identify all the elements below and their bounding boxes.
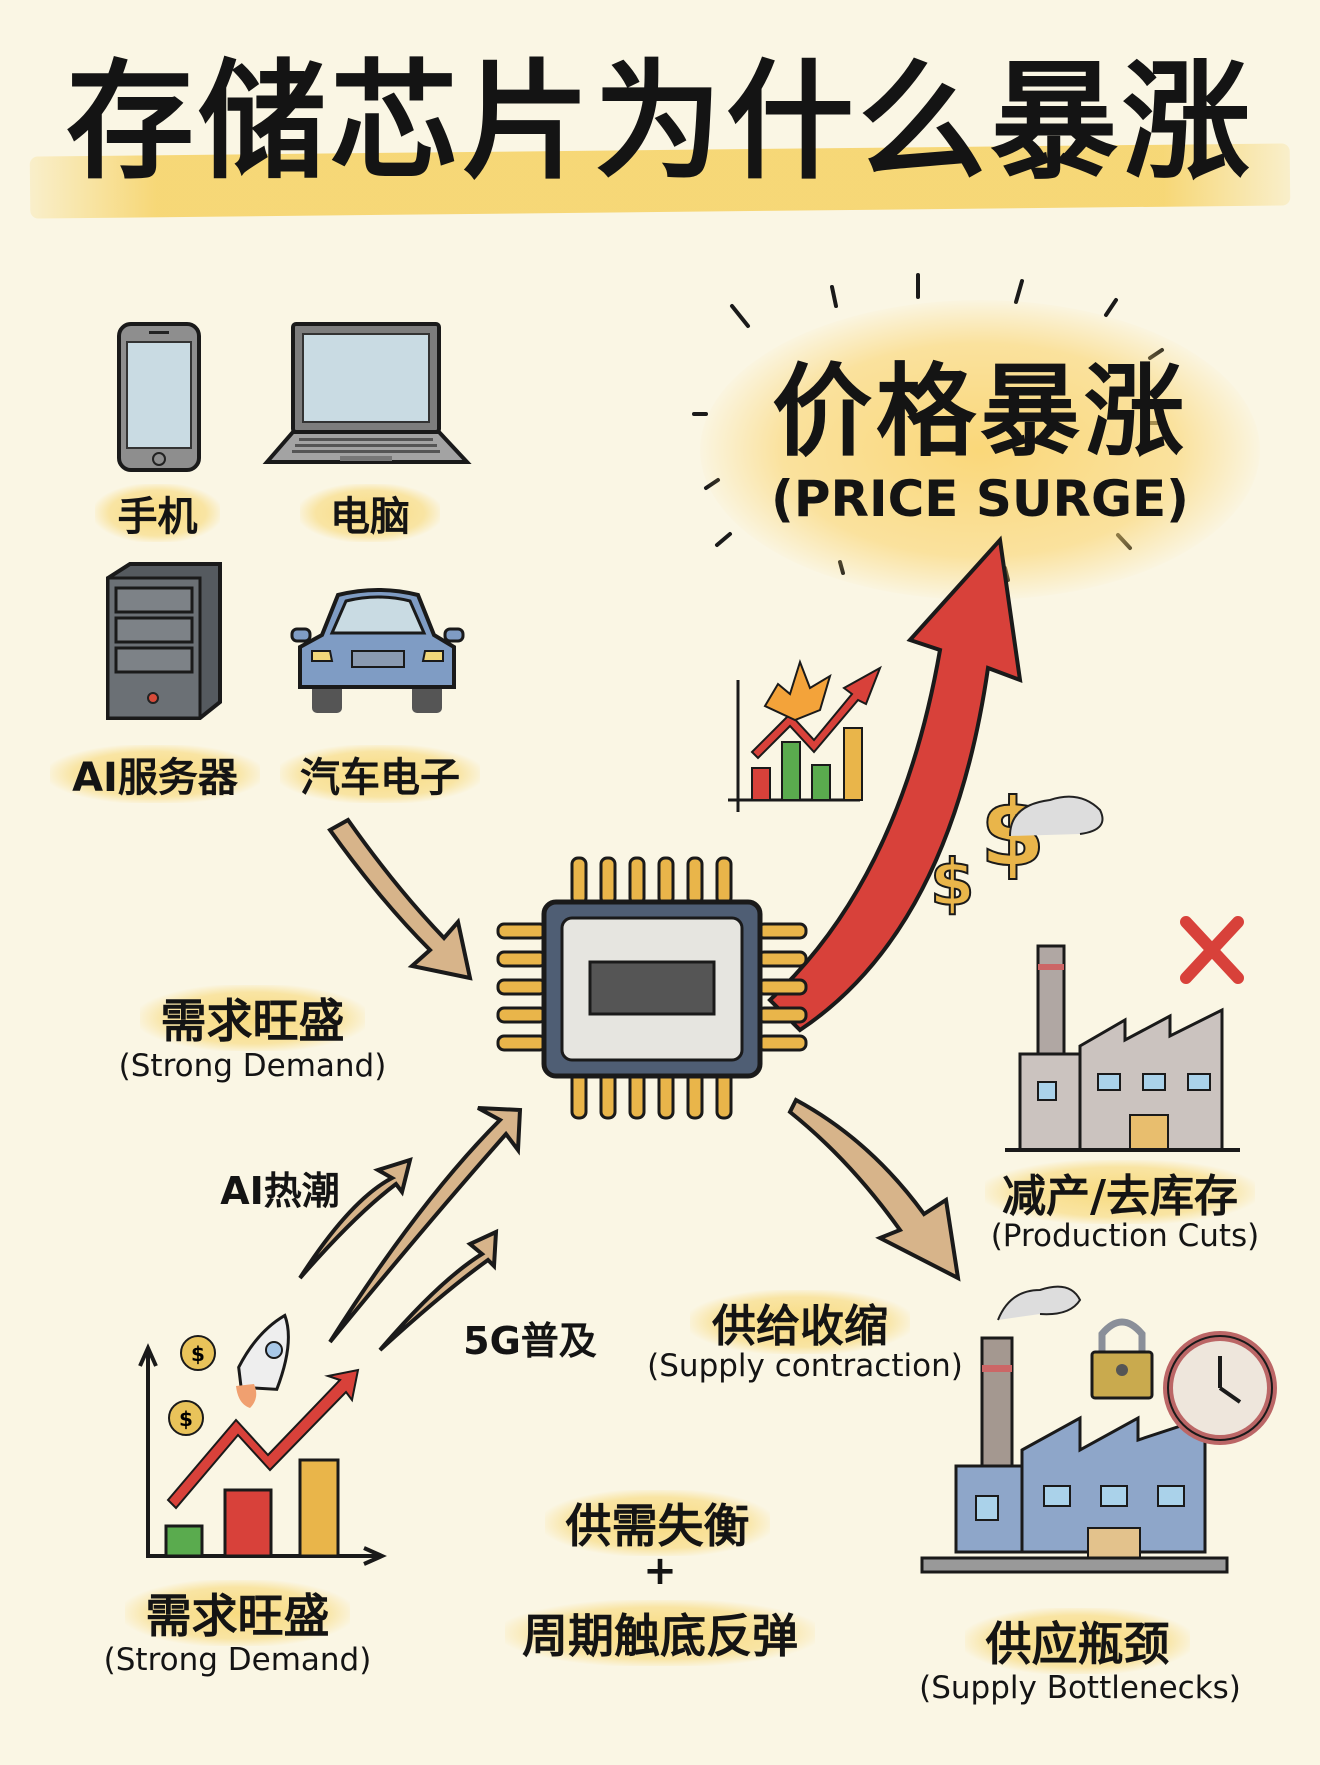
red-x-icon [1180, 916, 1244, 984]
demand-top-subtitle: (Strong Demand) [118, 1048, 387, 1084]
supply-contraction-title: 供给收缩 [690, 1290, 910, 1354]
main-demand-arrow-icon [328, 1106, 523, 1344]
laptop-icon [262, 322, 472, 464]
demand-arrow-icon [327, 817, 473, 981]
factory-blue-icon [920, 1285, 1229, 1574]
price-up-arrow-icon [767, 535, 1023, 1033]
mini-bar-chart-icon [728, 658, 882, 812]
demand-bottom-title: 需求旺盛 [125, 1580, 350, 1646]
device-label-computer: 电脑 [300, 484, 440, 542]
conclusion-line2: 周期触底反弹 [505, 1600, 815, 1666]
device-label-phone: 手机 [95, 484, 220, 542]
conclusion-plus: + [643, 1548, 677, 1594]
server-icon [106, 562, 222, 720]
memory-chip-icon [496, 856, 808, 1120]
growth-chart-icon: $ $ [138, 1335, 387, 1566]
page-title: 存储芯片为什么暴涨 [65, 48, 1254, 197]
price-surge-title: 价格暴涨 [772, 353, 1188, 470]
clock-icon [1163, 1331, 1277, 1445]
svg-text:$: $ [191, 1342, 205, 1366]
car-icon [290, 588, 465, 713]
5g-arrow-icon [378, 1228, 499, 1352]
supply-arrow-icon [787, 1097, 961, 1282]
driver-5g-label: 5G普及 [463, 1319, 597, 1363]
demand-top-title: 需求旺盛 [140, 985, 365, 1051]
supply-bottleneck-title: 供应瓶颈 [965, 1608, 1190, 1674]
conclusion-line1: 供需失衡 [545, 1490, 770, 1556]
production-cuts-title: 减产/去库存 [985, 1160, 1255, 1224]
supply-contraction-subtitle: (Supply contraction) [647, 1348, 963, 1384]
device-label-auto-electronics: 汽车电子 [280, 745, 480, 803]
smartphone-icon [117, 322, 201, 472]
driver-ai-label: AI热潮 [220, 1169, 340, 1213]
rocket-icon [236, 1313, 290, 1408]
device-label-ai-server: AI服务器 [50, 745, 260, 803]
production-cuts-subtitle: (Production Cuts) [990, 1218, 1260, 1254]
dollar-sign-small-icon: $ [930, 847, 975, 921]
svg-text:$: $ [179, 1407, 193, 1431]
demand-bottom-subtitle: (Strong Demand) [103, 1642, 372, 1678]
ai-arrow-icon [298, 1157, 413, 1280]
padlock-icon [1090, 1318, 1154, 1400]
price-surge-glow [700, 300, 1260, 600]
supply-bottleneck-subtitle: (Supply Bottlenecks) [919, 1670, 1241, 1706]
factory-gray-icon [1005, 795, 1240, 1152]
price-surge-subtitle: (PRICE SURGE) [770, 470, 1190, 528]
